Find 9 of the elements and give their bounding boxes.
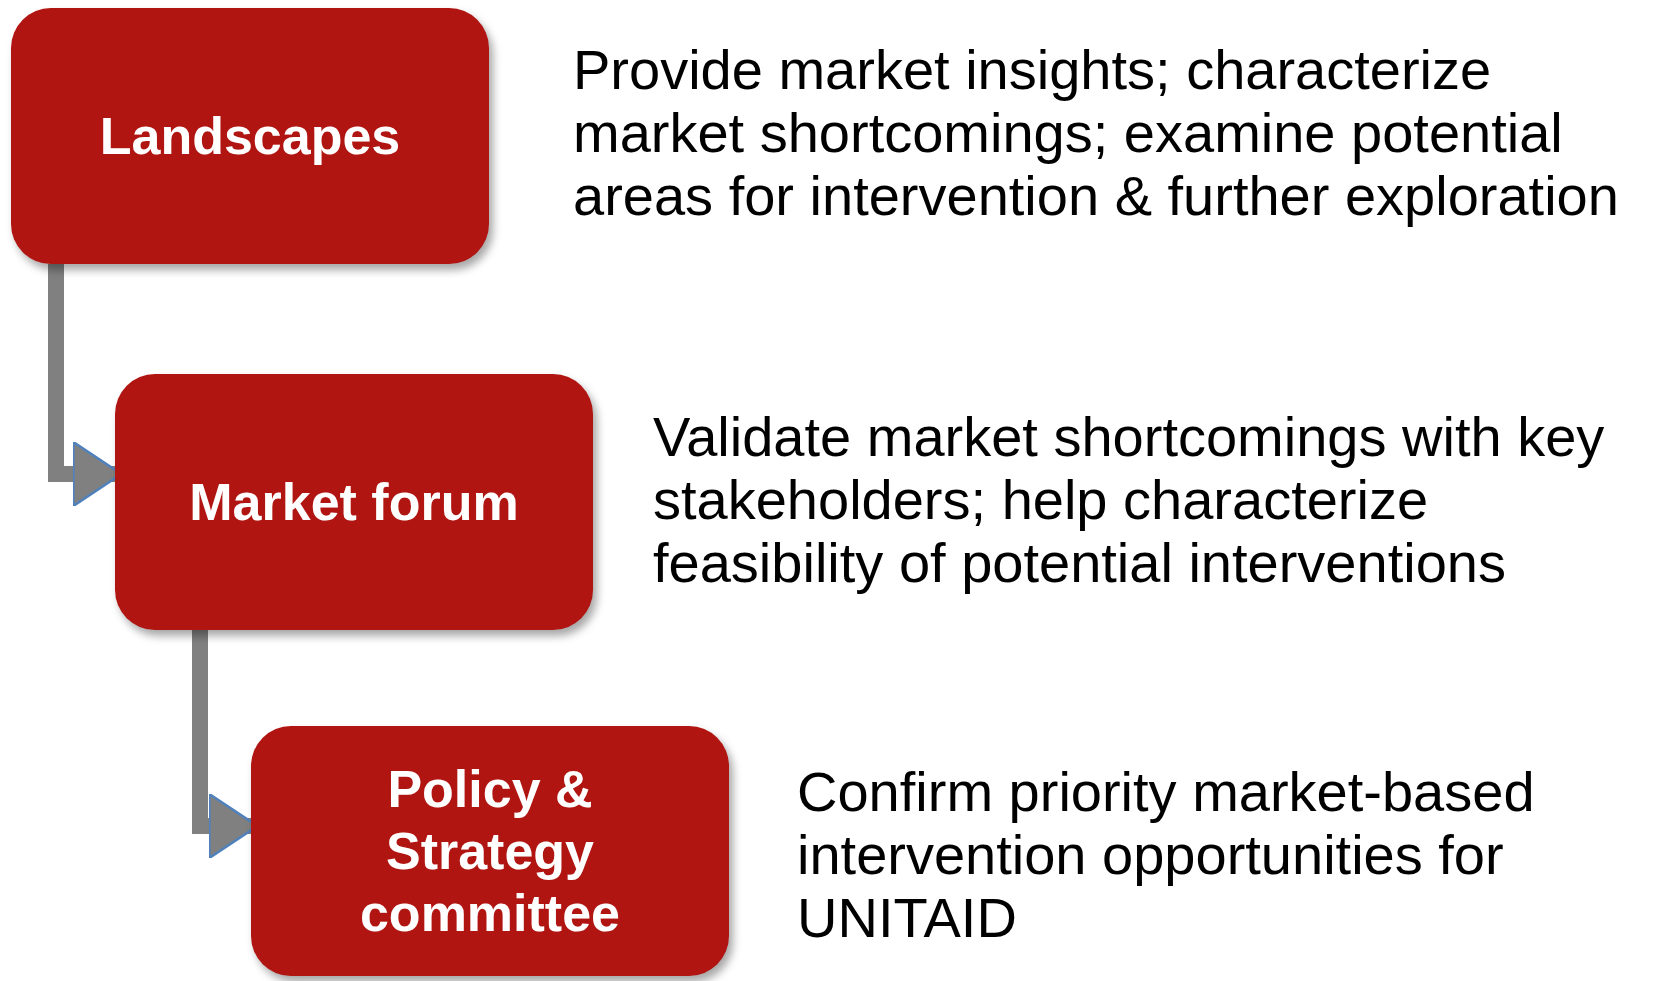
process-box — [115, 374, 593, 630]
box-label: Landscapes — [98, 106, 402, 167]
process-box — [11, 8, 489, 264]
description-text: Validate market shortcomings with key stakeholders; help characterize feasibility of potential interventions — [653, 405, 1606, 594]
box-label: Policy & Strategy committee — [358, 759, 622, 944]
description-text: Confirm priority market-based intervention opportunities for UNITAID — [797, 760, 1536, 949]
process-box — [251, 726, 729, 976]
box-label: Market forum — [188, 472, 520, 533]
description-text: Provide market insights; characterize market shortcomings; examine potential areas for intervention & further exploration — [573, 38, 1620, 227]
